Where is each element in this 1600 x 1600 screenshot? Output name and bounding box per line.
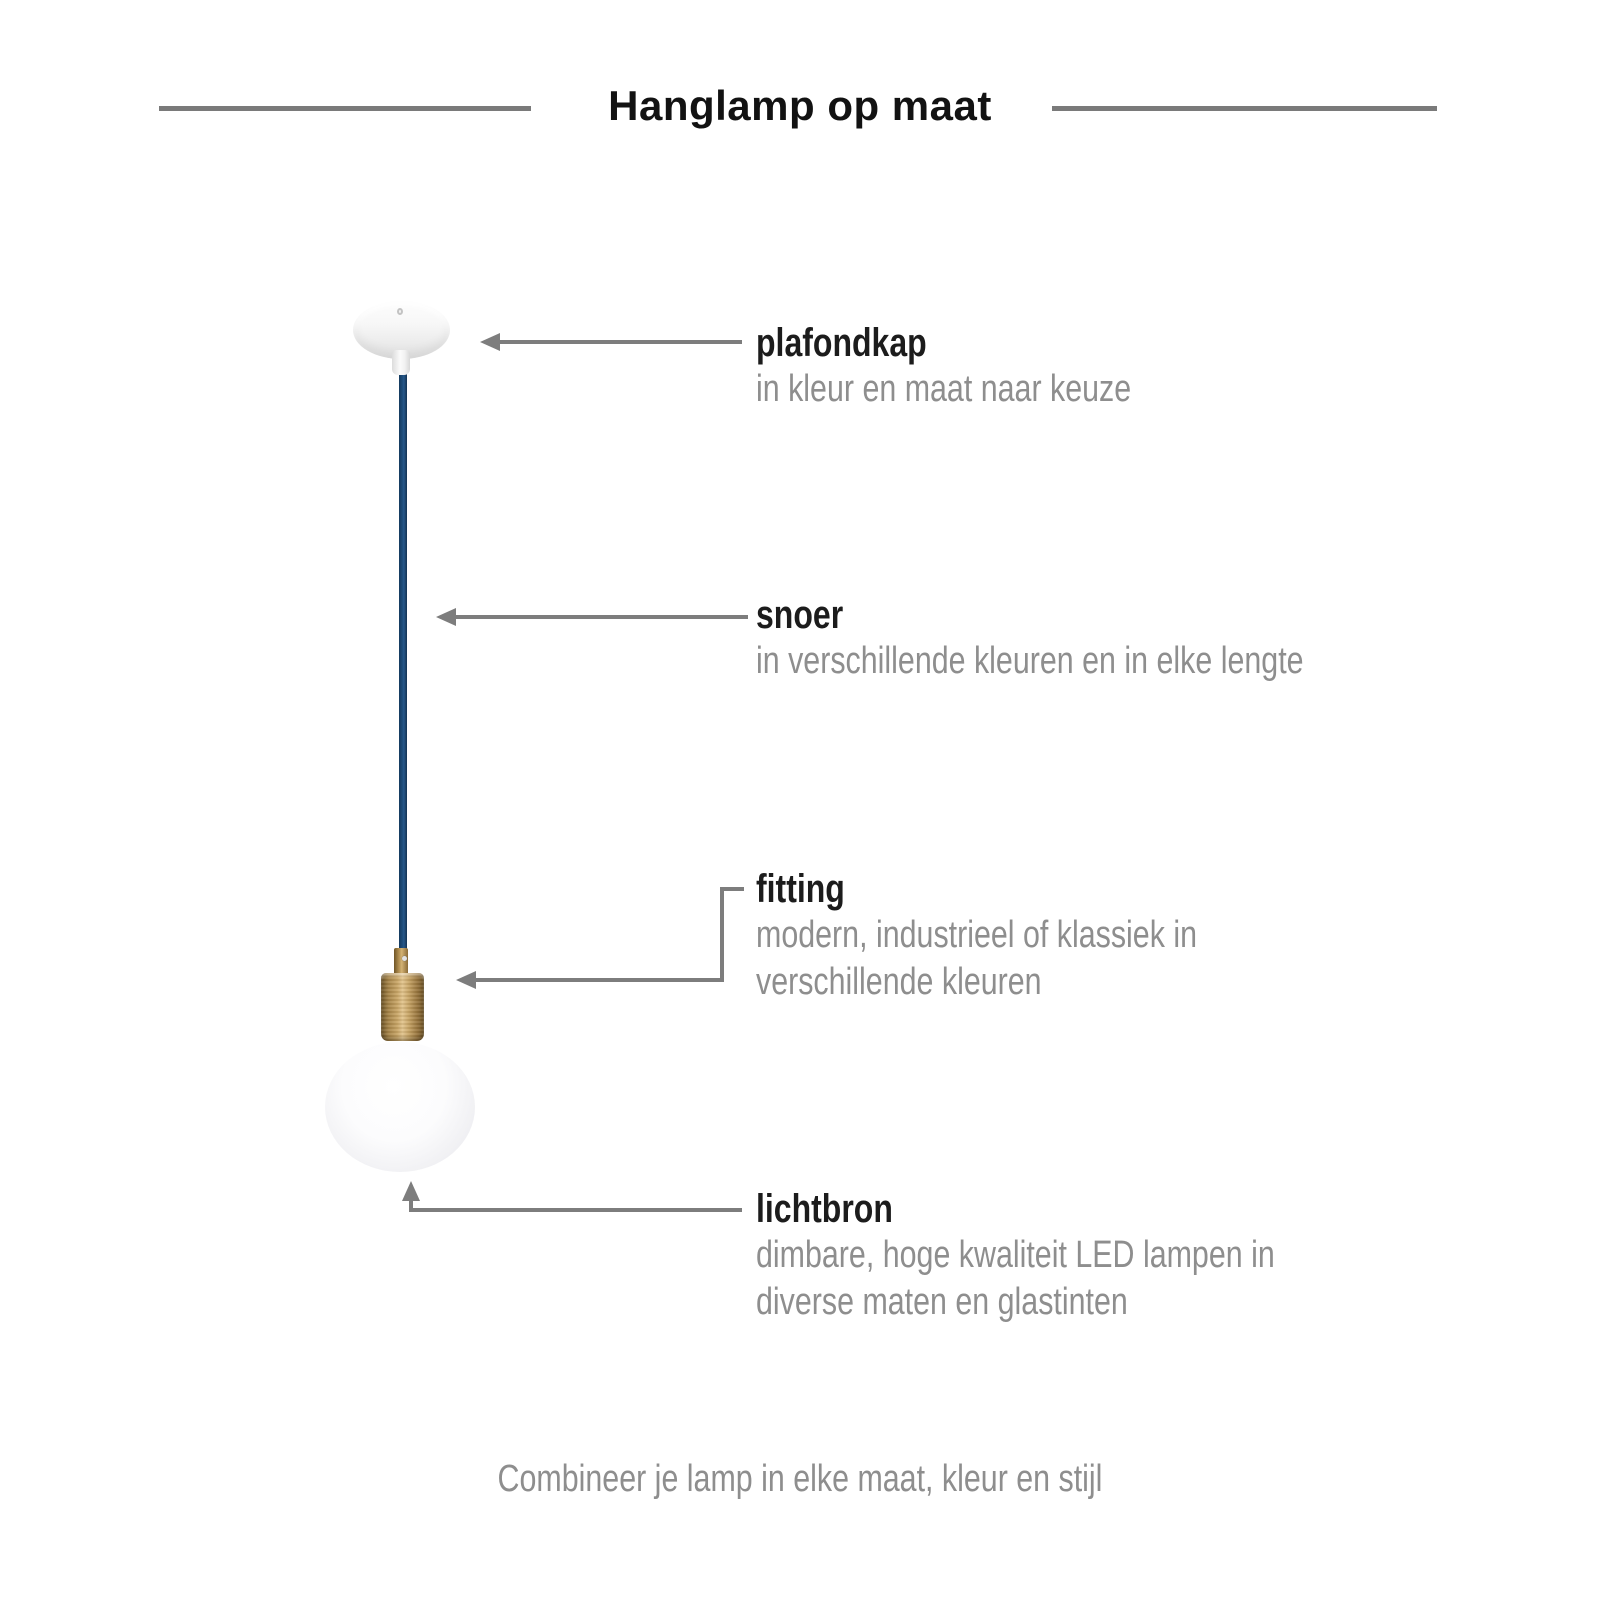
annotation-lichtbron: lichtbron dimbare, hoge kwaliteit LED la… <box>756 1186 1275 1326</box>
annotation-description: modern, industrieel of klassiek in <box>756 914 1198 956</box>
bottom-caption: Combineer je lamp in elke maat, kleur en… <box>497 1458 1103 1500</box>
annotation-plafondkap: plafondkap in kleur en maat naar keuze <box>756 320 1131 413</box>
ceiling-cap-hole <box>397 308 403 315</box>
lamp-fitting-nipple <box>394 948 408 975</box>
fitting-arrow-bottom-segment <box>473 978 724 982</box>
annotation-snoer: snoer in verschillende kleuren en in elk… <box>756 592 1304 685</box>
snoer-arrowhead-icon <box>436 608 456 626</box>
lichtbron-arrow-horizontal-segment <box>409 1208 742 1212</box>
lamp-cord <box>399 372 407 952</box>
page-title: Hanglamp op maat <box>608 82 992 129</box>
plafondkap-arrow-line <box>497 340 742 344</box>
fitting-arrow-top-segment <box>720 887 744 891</box>
lichtbron-arrow-vertical-segment <box>409 1200 413 1212</box>
fitting-arrowhead-icon <box>456 971 476 989</box>
fitting-arrow-vertical-segment <box>720 887 724 982</box>
annotation-title: lichtbron <box>756 1187 893 1231</box>
ceiling-cap-strain-relief <box>392 350 410 375</box>
snoer-arrow-line <box>453 615 748 619</box>
lichtbron-arrowhead-icon <box>402 1181 420 1201</box>
annotation-description: dimbare, hoge kwaliteit LED lampen in <box>756 1234 1275 1276</box>
lamp-fitting <box>381 973 424 1041</box>
title-rule-right <box>1052 106 1437 111</box>
annotation-fitting: fitting modern, industrieel of klassiek … <box>756 866 1197 1006</box>
annotation-description: in kleur en maat naar keuze <box>756 368 1132 410</box>
annotation-title: snoer <box>756 593 844 637</box>
lamp-bulb <box>325 1042 475 1172</box>
annotation-description: in verschillende kleuren en in elke leng… <box>756 640 1304 682</box>
title-rule-left <box>159 106 531 111</box>
annotation-description: diverse maten en glastinten <box>756 1281 1128 1323</box>
annotation-title: fitting <box>756 867 845 911</box>
annotation-title: plafondkap <box>756 321 927 365</box>
annotation-description: verschillende kleuren <box>756 961 1042 1003</box>
fitting-screw <box>402 956 407 961</box>
plafondkap-arrowhead-icon <box>480 333 500 351</box>
